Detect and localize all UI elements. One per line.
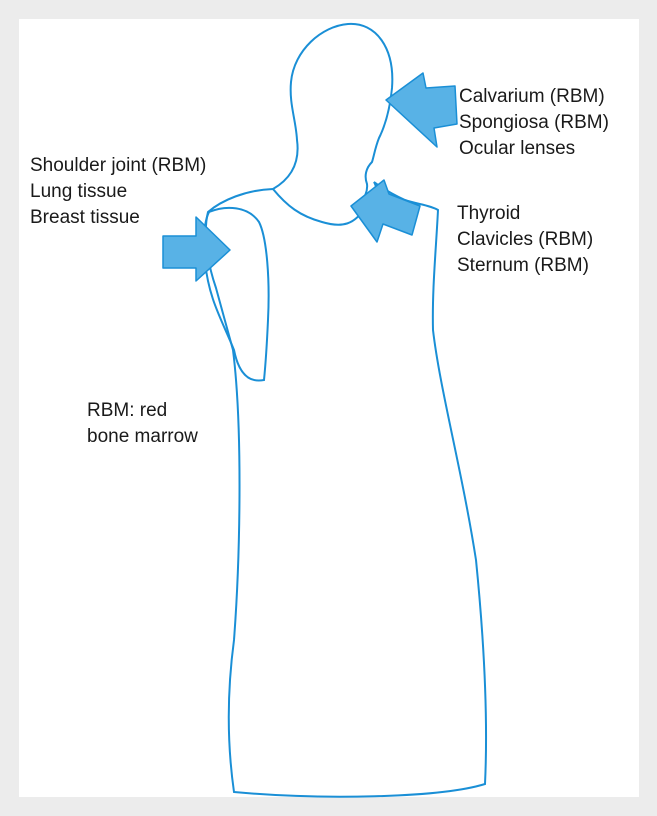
legend-line-1: RBM: red xyxy=(87,398,198,424)
label-breast-tissue: Breast tissue xyxy=(30,205,206,231)
label-spongiosa: Spongiosa (RBM) xyxy=(459,110,609,136)
neck-organ-labels: Thyroid Clavicles (RBM) Sternum (RBM) xyxy=(457,201,593,279)
label-calvarium: Calvarium (RBM) xyxy=(459,84,609,110)
shoulder-organ-labels: Shoulder joint (RBM) Lung tissue Breast … xyxy=(30,153,206,231)
label-shoulder-joint: Shoulder joint (RBM) xyxy=(30,153,206,179)
neck-arrow xyxy=(351,180,420,242)
label-sternum: Sternum (RBM) xyxy=(457,253,593,279)
label-clavicles: Clavicles (RBM) xyxy=(457,227,593,253)
rbm-legend: RBM: red bone marrow xyxy=(87,398,198,450)
label-lung-tissue: Lung tissue xyxy=(30,179,206,205)
head-arrow xyxy=(386,73,457,147)
legend-line-2: bone marrow xyxy=(87,424,198,450)
apron-outline xyxy=(206,182,486,797)
label-ocular-lenses: Ocular lenses xyxy=(459,136,609,162)
label-thyroid: Thyroid xyxy=(457,201,593,227)
head-outline xyxy=(273,24,392,204)
head-organ-labels: Calvarium (RBM) Spongiosa (RBM) Ocular l… xyxy=(459,84,609,162)
